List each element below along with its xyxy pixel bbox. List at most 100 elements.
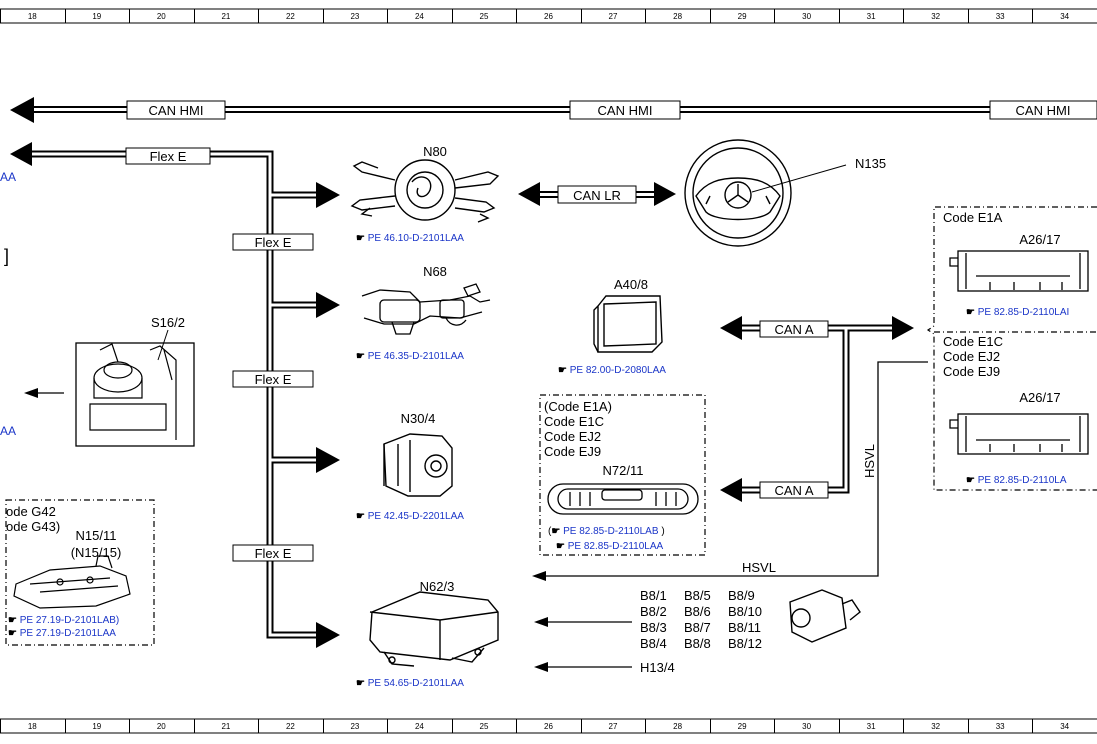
n72-11-code-1: (Code E1A) [544, 399, 612, 414]
sensor-label: B8/5 [684, 588, 711, 603]
ref-n72-11-2[interactable]: ☛ PE 82.85-D-2110LAA [556, 541, 663, 552]
n15-15-label: (N15/15) [71, 545, 122, 560]
ref-n72-11-1[interactable]: (☛ PE 82.85-D-2110LAB ) [548, 526, 665, 537]
sensor-label: B8/9 [728, 588, 755, 603]
ruler-label: 19 [92, 722, 101, 731]
flex-e-label-2: Flex E [255, 235, 292, 250]
ruler-label: 24 [415, 722, 424, 731]
a26-17-top-label: A26/17 [1019, 232, 1060, 247]
ref-a26-17-top[interactable]: ☛ PE 82.85-D-2110LAI [966, 307, 1069, 318]
ruler-label: 21 [221, 12, 230, 21]
n68-component [361, 283, 491, 335]
ruler-label: 22 [286, 722, 295, 731]
ref-a40-8[interactable]: ☛ PE 82.00-D-2080LAA [558, 365, 666, 376]
can-lr-bus: CAN LR [518, 182, 676, 206]
flex-e-labels: Flex E Flex E Flex E Flex E [125, 147, 314, 562]
sensor-label: B8/1 [640, 588, 667, 603]
ref-n72-11-text-1: PE 82.85-D-2110LAB [563, 526, 659, 537]
sensor-label: B8/6 [684, 604, 711, 619]
flex-e-label-3: Flex E [255, 372, 292, 387]
n80-label: N80 [423, 144, 447, 159]
ruler-label: 19 [92, 12, 101, 21]
sensor-arrows [534, 617, 632, 672]
ruler-label: 22 [286, 12, 295, 21]
ref-n72-11-text-2: PE 82.85-D-2110LAA [567, 541, 664, 552]
ruler-label: 31 [867, 722, 876, 731]
ruler-label: 33 [996, 12, 1005, 21]
a26-17-top-code: Code E1A [943, 210, 1003, 225]
n72-11-code-2: Code E1C [544, 414, 604, 429]
hand-icon: ☛ [556, 541, 565, 552]
sensor-label: B8/4 [640, 636, 667, 651]
flex-e-label-1: Flex E [150, 149, 187, 164]
sensor-label: B8/3 [640, 620, 667, 635]
hand-icon: ☛ [551, 526, 561, 537]
ruler-label: 30 [802, 722, 811, 731]
sensor-label: B8/12 [728, 636, 762, 651]
ref-n15-11-text-1: PE 27.19-D-2101LAB) [19, 615, 120, 626]
a26-17-code-3: Code EJ9 [943, 364, 1000, 379]
sensor-label: B8/10 [728, 604, 762, 619]
hand-icon: ☛ [356, 511, 365, 522]
ruler-label: 21 [221, 722, 230, 731]
n72-11-code-3: Code EJ2 [544, 429, 601, 444]
ref-n15-11-1[interactable]: ☛ PE 27.19-D-2101LAB) [8, 615, 119, 626]
ruler-label: 23 [350, 12, 359, 21]
s16-2-component [75, 329, 195, 447]
camera-component [789, 589, 861, 643]
hand-icon: ☛ [558, 365, 567, 376]
can-hmi-label-3: CAN HMI [1016, 103, 1071, 118]
h13-4-label: H13/4 [640, 660, 675, 675]
n72-11-code-4: Code EJ9 [544, 444, 601, 459]
ruler-label: 28 [673, 722, 682, 731]
can-a-label-2: CAN A [774, 483, 813, 498]
ref-a40-8-text: PE 82.00-D-2080LAA [569, 365, 666, 376]
ruler-label: 31 [867, 12, 876, 21]
a26-17-code-2: Code EJ2 [943, 349, 1000, 364]
a40-8-label: A40/8 [614, 277, 648, 292]
sensor-label: B8/7 [684, 620, 711, 635]
sensor-label: B8/2 [640, 604, 667, 619]
left-edge-fragment-2: AA [0, 424, 16, 438]
hand-icon: ☛ [8, 628, 17, 639]
n15-11-group [5, 499, 155, 646]
ref-n68[interactable]: ☛ PE 46.35-D-2101LAA [356, 351, 464, 362]
n30-4-component [383, 433, 453, 497]
n62-3-component [369, 591, 499, 667]
ruler-label: 29 [738, 12, 747, 21]
a26-17-bottom-label: A26/17 [1019, 390, 1060, 405]
paren-close: ) [661, 526, 665, 537]
ruler-label: 30 [802, 12, 811, 21]
n15-11-code-2: ode G43) [6, 519, 60, 534]
ref-n15-11-text-2: PE 27.19-D-2101LAA [19, 628, 116, 639]
ruler-label: 20 [157, 722, 166, 731]
n62-3-label: N62/3 [420, 579, 455, 594]
a40-8-display [593, 295, 663, 353]
ref-n30-4-text: PE 42.45-D-2201LAA [367, 511, 464, 522]
n30-4-label: N30/4 [401, 411, 436, 426]
a26-17-group [926, 206, 1097, 491]
ref-n30-4[interactable]: ☛ PE 42.45-D-2201LAA [356, 511, 464, 522]
n80-component [350, 159, 500, 223]
ref-n80-text: PE 46.10-D-2101LAA [367, 233, 464, 244]
s16-2-label: S16/2 [151, 315, 185, 330]
hsvl-line: HSVL HSVL [532, 361, 928, 581]
hand-icon: ☛ [356, 351, 365, 362]
can-lr-label: CAN LR [573, 188, 621, 203]
ruler-label: 26 [544, 12, 553, 21]
ref-a26-17-bottom[interactable]: ☛ PE 82.85-D-2110LA [966, 475, 1067, 486]
ruler-label: 24 [415, 12, 424, 21]
ruler-label: 18 [28, 12, 37, 21]
a26-17-top-component [949, 250, 1089, 292]
can-a-arrows [720, 316, 914, 502]
ref-n62-3[interactable]: ☛ PE 54.65-D-2101LAA [356, 678, 464, 689]
ref-n80[interactable]: ☛ PE 46.10-D-2101LAA [356, 233, 464, 244]
ruler-label: 26 [544, 722, 553, 731]
ref-n15-11-2[interactable]: ☛ PE 27.19-D-2101LAA [8, 628, 116, 639]
n15-11-label: N15/11 [76, 528, 117, 543]
hand-icon: ☛ [356, 233, 365, 244]
